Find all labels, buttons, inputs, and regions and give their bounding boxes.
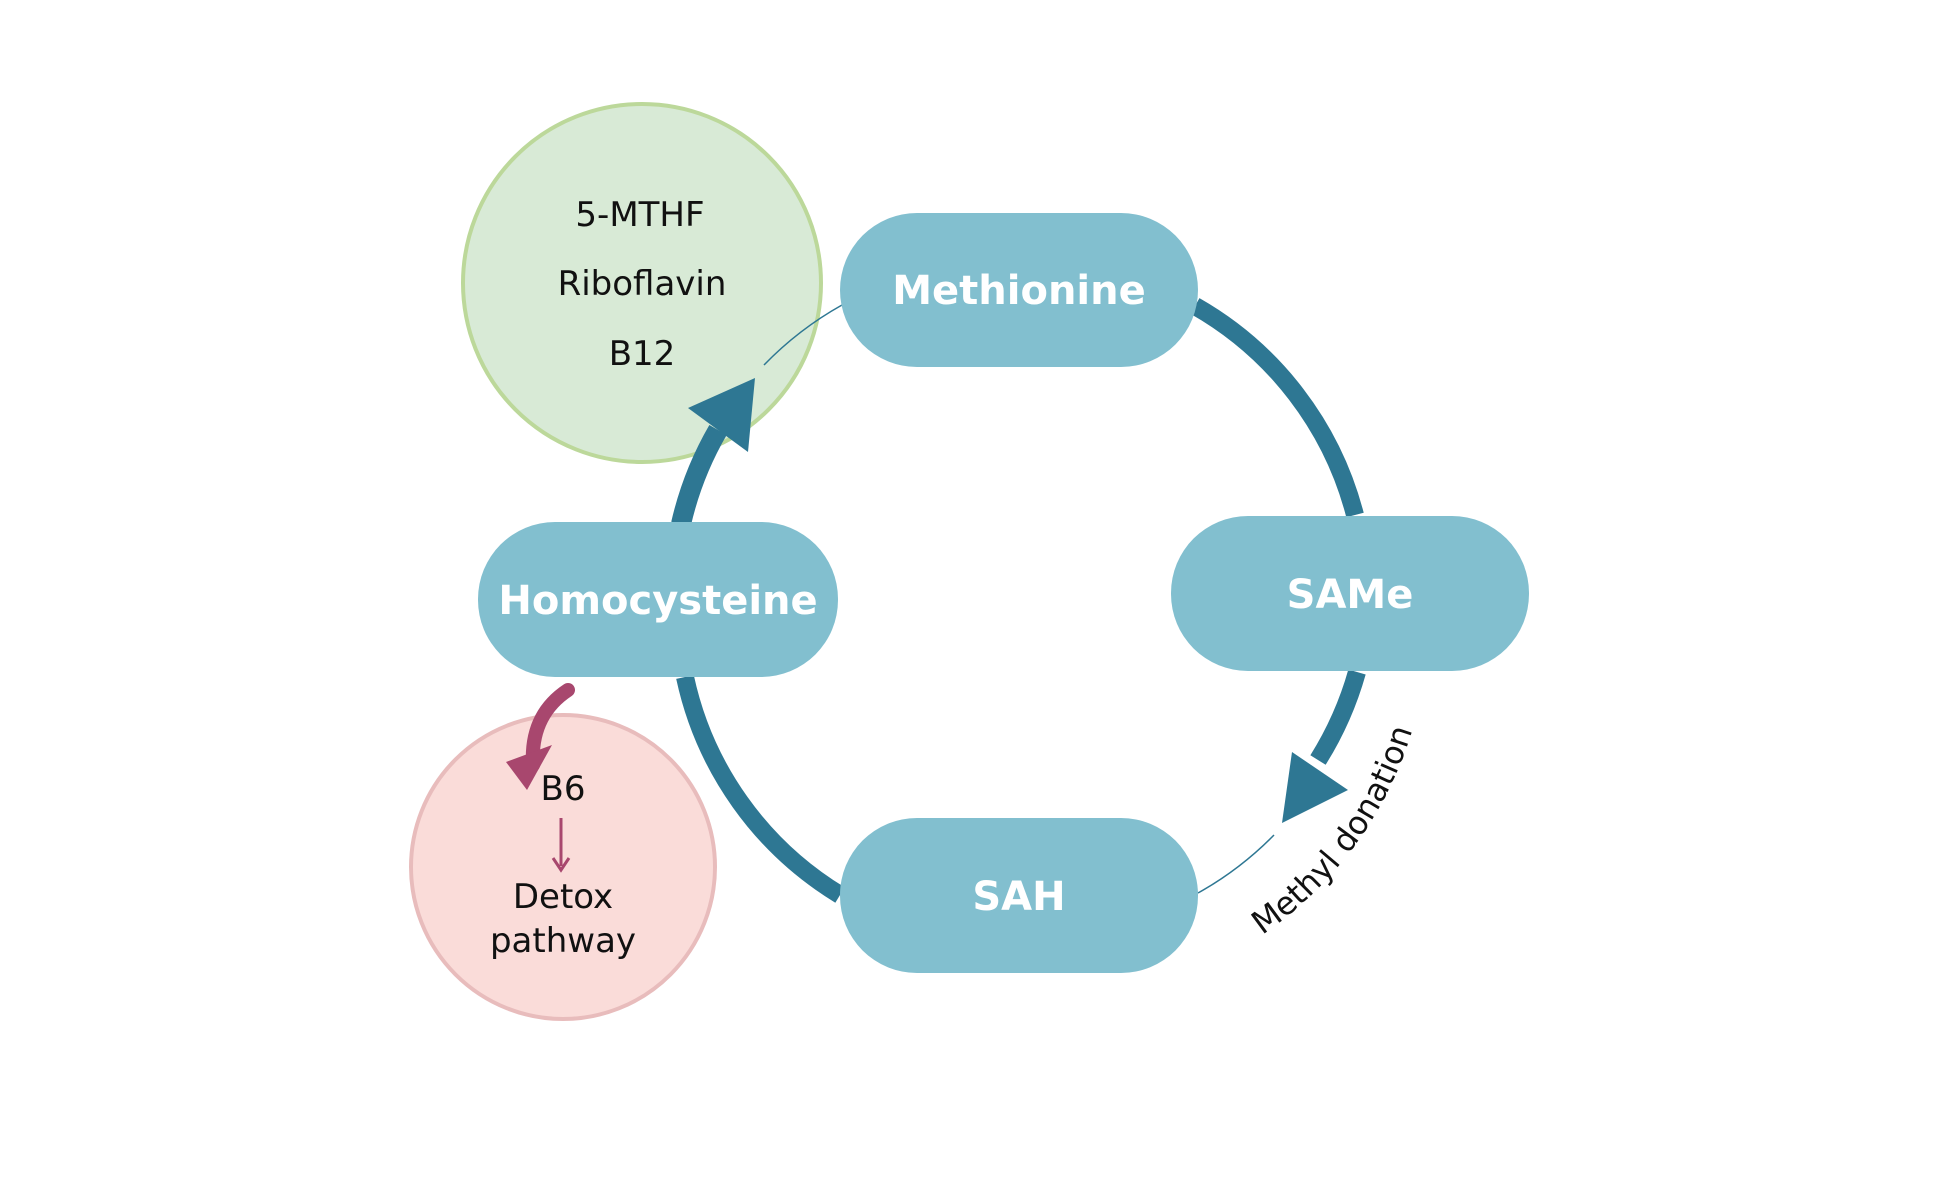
cofactor-b6: B6 [541,769,586,809]
node-same[interactable]: SAMe [1171,516,1529,671]
cofactor-5-mthf: 5-MTHF [575,195,704,235]
node-sah-label: SAH [972,874,1065,920]
node-same-label: SAMe [1287,572,1414,618]
detox-label-line1: Detox [513,877,613,917]
remethylation-cofactors-circle [461,102,823,464]
cofactor-riboflavin: Riboflavin [558,264,727,304]
arrowhead-same-to-sah [1282,752,1348,823]
arc-homocysteine-to-sah [676,675,845,903]
arrowhead-homocysteine-to-methionine [688,378,755,452]
cofactor-b12: B12 [609,334,676,374]
thin-arc-cofactors-to-methionine [763,304,843,366]
arc-homocysteine-to-methionine [671,424,727,527]
thin-arc-sah-to-same [1197,834,1275,894]
node-homocysteine-label: Homocysteine [498,578,817,624]
detox-label-line2: pathway [490,921,636,961]
b6-curved-arrow-head [506,745,552,790]
node-sah[interactable]: SAH [840,818,1198,973]
arc-same-to-sah [1310,669,1366,765]
node-methionine-label: Methionine [892,268,1146,314]
node-methionine[interactable]: Methionine [840,213,1198,367]
arc-methionine-to-same [1190,298,1364,518]
b6-to-detox-arrow-head [551,857,571,873]
node-homocysteine[interactable]: Homocysteine [478,522,838,677]
